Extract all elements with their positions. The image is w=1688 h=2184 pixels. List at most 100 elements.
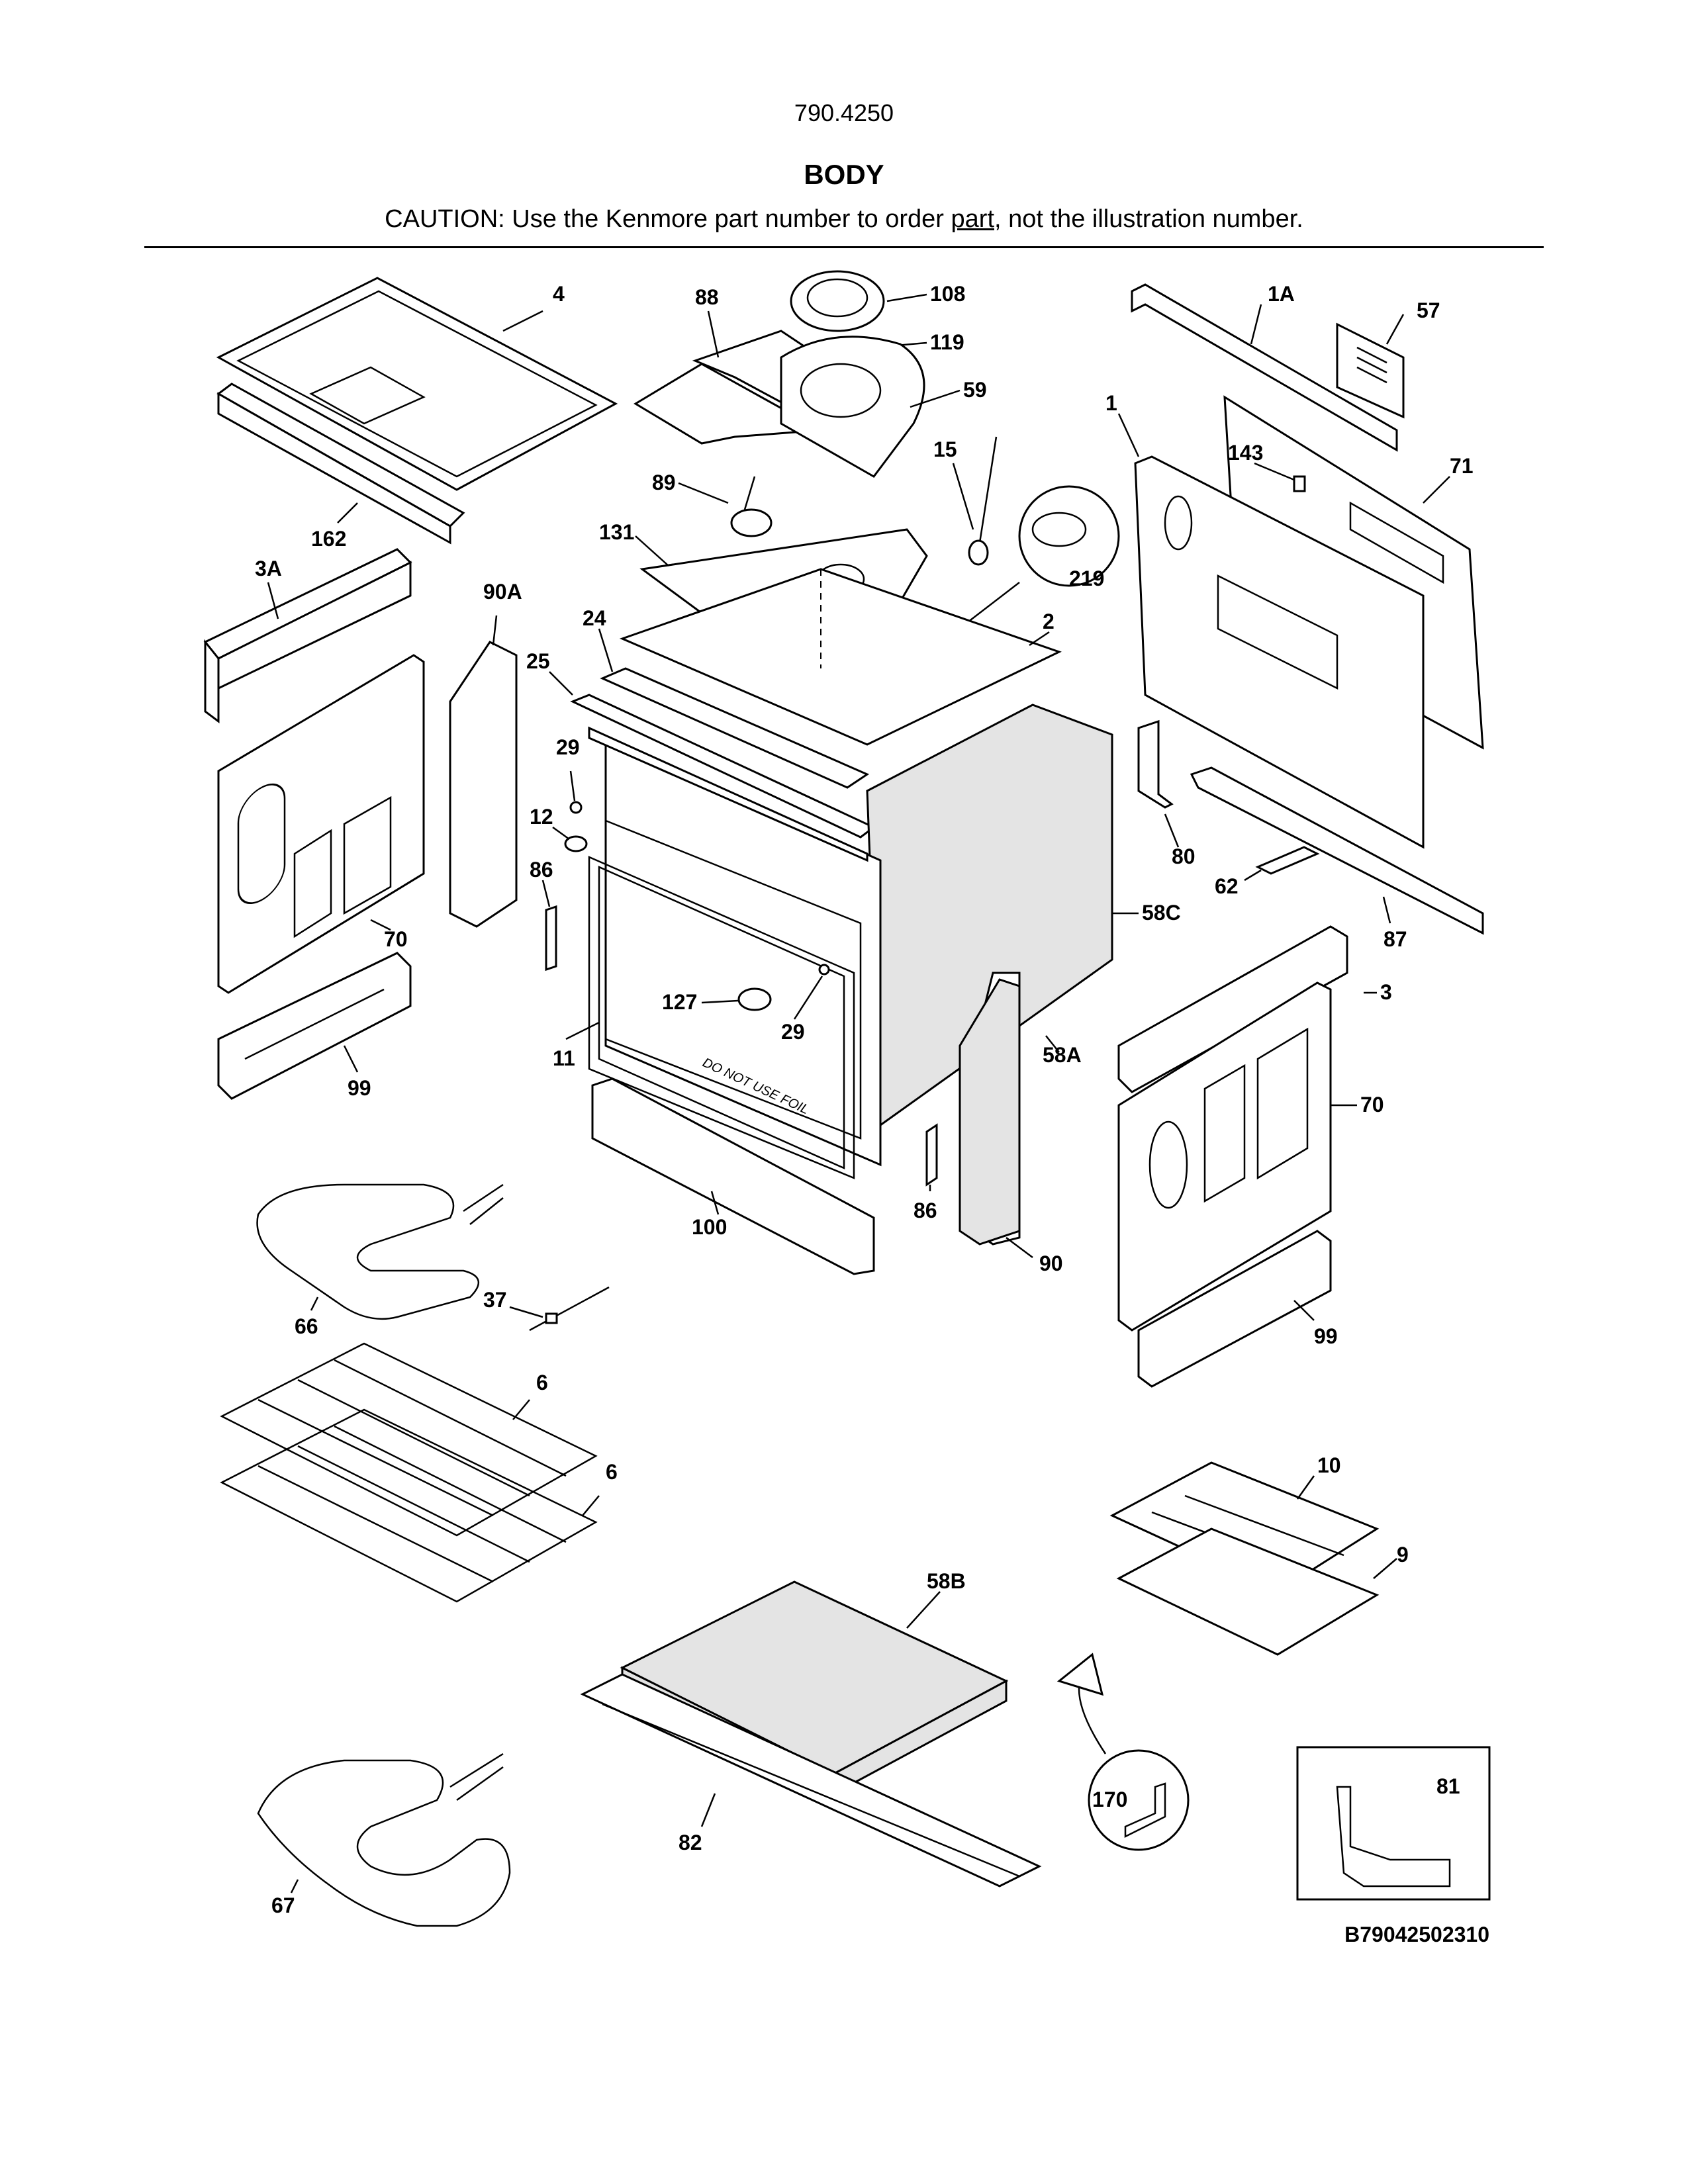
- callout-67: 67: [271, 1893, 295, 1917]
- callout-131: 131: [599, 520, 634, 544]
- part-100-trim: [591, 1077, 875, 1275]
- part-4-top-panel: [216, 277, 618, 491]
- part-62-terminal-block: [1255, 846, 1320, 875]
- callout-37: 37: [483, 1288, 507, 1312]
- callout-127: 127: [662, 990, 697, 1014]
- callout-1a: 1A: [1268, 282, 1295, 306]
- part-15-probe: [968, 436, 998, 566]
- part-29-screw: [569, 801, 583, 814]
- part-80-bracket: [1137, 719, 1174, 809]
- part-29-screw-lower: [818, 964, 830, 976]
- callout-90: 90: [1039, 1251, 1063, 1275]
- part-57-vent-cover: [1336, 322, 1405, 419]
- part-67-bake-element: [257, 1752, 511, 1927]
- part-3a-rail: [203, 548, 412, 723]
- callout-90a: 90A: [483, 580, 522, 604]
- part-143: [1293, 475, 1306, 492]
- callout-80: 80: [1172, 844, 1196, 868]
- part-89-thermostat: [730, 476, 773, 537]
- callout-6-lower: 6: [606, 1460, 618, 1484]
- callout-1: 1: [1105, 391, 1117, 415]
- part-6-lower-rack: [220, 1408, 598, 1603]
- part-87-rail: [1190, 766, 1484, 935]
- callout-219: 219: [1069, 567, 1104, 590]
- part-170-detail-circle: [1056, 1653, 1190, 1851]
- callout-10: 10: [1317, 1453, 1341, 1477]
- part-108-fan-motor: [790, 270, 885, 332]
- oven-cavity: DO NOT USE FOIL: [588, 704, 1113, 1167]
- caution-text-start: CAUTION: Use the Kenmore part number to …: [385, 205, 951, 233]
- callout-143: 143: [1228, 441, 1263, 465]
- callout-24: 24: [583, 606, 606, 630]
- callout-99-right: 99: [1314, 1324, 1338, 1348]
- caution-text-end: , not the illustration number.: [994, 205, 1303, 233]
- part-99-right-rail: [1137, 1230, 1332, 1388]
- callout-29-top: 29: [556, 735, 580, 759]
- callout-4: 4: [553, 282, 565, 306]
- callout-86-left: 86: [530, 858, 553, 882]
- callout-162: 162: [311, 527, 346, 551]
- callout-99-left: 99: [348, 1076, 371, 1100]
- callout-71: 71: [1450, 454, 1474, 478]
- caution-note: CAUTION: Use the Kenmore part number to …: [0, 205, 1688, 234]
- callout-66: 66: [295, 1314, 318, 1338]
- callout-2: 2: [1043, 610, 1055, 633]
- callout-89: 89: [652, 471, 676, 494]
- callout-3a: 3A: [255, 557, 282, 580]
- part-162-rail: [216, 383, 465, 545]
- callout-59: 59: [963, 378, 987, 402]
- part-219-detail-circle: [933, 485, 1120, 649]
- part-9-broil-pan: [1116, 1527, 1380, 1656]
- callout-58a: 58A: [1043, 1043, 1082, 1067]
- callout-62: 62: [1215, 874, 1239, 898]
- part-86-hinge-right: [925, 1123, 938, 1187]
- callout-100: 100: [692, 1215, 727, 1239]
- callout-87: 87: [1383, 927, 1407, 951]
- callout-29-lower: 29: [781, 1020, 805, 1044]
- figure-code: B79042502310: [1344, 1923, 1489, 1946]
- part-81-inset-box: [1296, 1746, 1491, 1901]
- callout-170: 170: [1092, 1788, 1127, 1811]
- part-90-strip: [959, 978, 1021, 1246]
- part-82-bottom-pan: [580, 1673, 1042, 1888]
- part-66-broil-element: [256, 1183, 504, 1320]
- callout-108: 108: [930, 282, 965, 306]
- callout-15: 15: [933, 437, 957, 461]
- part-99-left-rail: [217, 952, 412, 1100]
- callout-70-left: 70: [384, 927, 408, 951]
- part-1-rear-panel: [1134, 455, 1425, 849]
- part-127-light-assembly: [737, 987, 772, 1011]
- callout-81: 81: [1436, 1774, 1460, 1798]
- part-2-top-cover: [619, 568, 1062, 746]
- part-70-right-side-panel: [1117, 981, 1332, 1332]
- caution-underlined-word: part: [951, 205, 994, 233]
- part-24-vent-trim: [600, 667, 870, 789]
- part-6-upper-rack: [220, 1342, 598, 1537]
- callout-86-right: 86: [914, 1199, 937, 1222]
- model-number: 790.4250: [794, 99, 894, 126]
- callout-6-upper: 6: [536, 1371, 548, 1394]
- part-12-light-socket: [564, 835, 588, 852]
- part-59-fan-shroud: [780, 336, 925, 478]
- callout-70-right: 70: [1360, 1093, 1384, 1116]
- part-1a-rail: [1131, 283, 1398, 452]
- part-86-hinge-left: [545, 905, 557, 972]
- callout-88: 88: [695, 285, 719, 309]
- part-37-sensor: [529, 1286, 610, 1332]
- header-divider: [144, 246, 1544, 248]
- callout-82: 82: [679, 1831, 702, 1854]
- callout-25: 25: [526, 649, 550, 673]
- callout-119: 119: [930, 330, 964, 354]
- callout-12: 12: [530, 805, 553, 829]
- callout-58c: 58C: [1142, 901, 1181, 925]
- part-70-left-side-panel: [217, 654, 425, 994]
- callout-58b: 58B: [927, 1569, 966, 1593]
- part-3-rail: [1117, 925, 1348, 1093]
- callout-3: 3: [1380, 980, 1392, 1004]
- section-title: BODY: [804, 159, 884, 190]
- callout-9: 9: [1397, 1543, 1409, 1567]
- callout-11: 11: [553, 1046, 575, 1070]
- exploded-parts-diagram: 4 162 3A 70 99 90A 88: [203, 270, 1491, 1927]
- part-11-door-gasket: [588, 856, 855, 1179]
- callout-57: 57: [1417, 298, 1440, 322]
